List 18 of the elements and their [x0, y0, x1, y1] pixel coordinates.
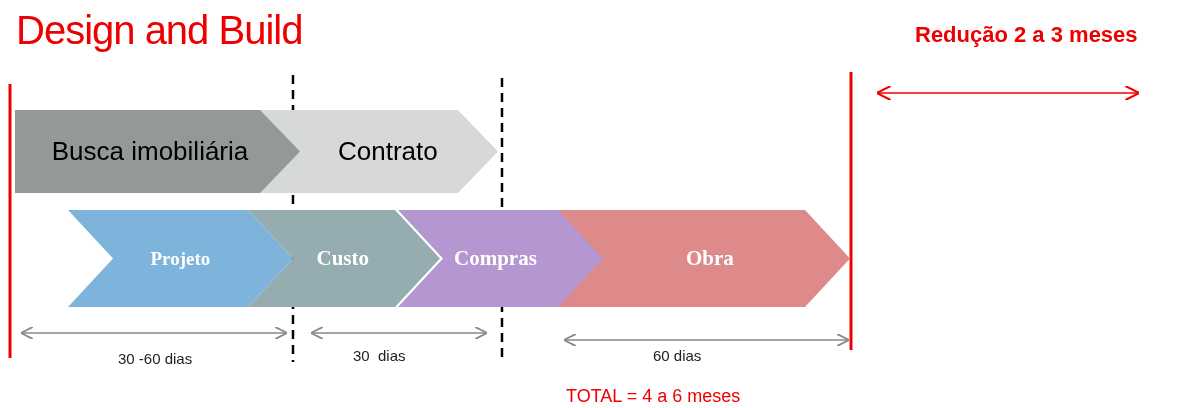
phase-banner	[15, 110, 300, 193]
stage-label: Contrato	[338, 136, 438, 167]
phase-banner	[555, 210, 850, 307]
note: Redução 2 a 3 meses	[915, 22, 1138, 48]
phase-banner	[398, 210, 603, 307]
phase-banner	[248, 210, 440, 307]
phase-banner	[258, 110, 498, 193]
title: Design and Build	[16, 8, 303, 53]
stage-label: Projeto	[150, 247, 211, 270]
duration-label: 30 dias	[353, 347, 406, 364]
phase-banner	[68, 210, 293, 307]
stage-label: Compras	[454, 246, 537, 271]
total-note: TOTAL = 4 a 6 meses	[566, 386, 741, 407]
stage-label: Obra	[686, 246, 734, 271]
duration-label: 30 -60 dias	[118, 350, 193, 367]
duration-label: 60 dias	[653, 347, 702, 364]
stage-label: Custo	[316, 246, 369, 271]
stage-label: Busca imobiliária	[50, 136, 250, 167]
